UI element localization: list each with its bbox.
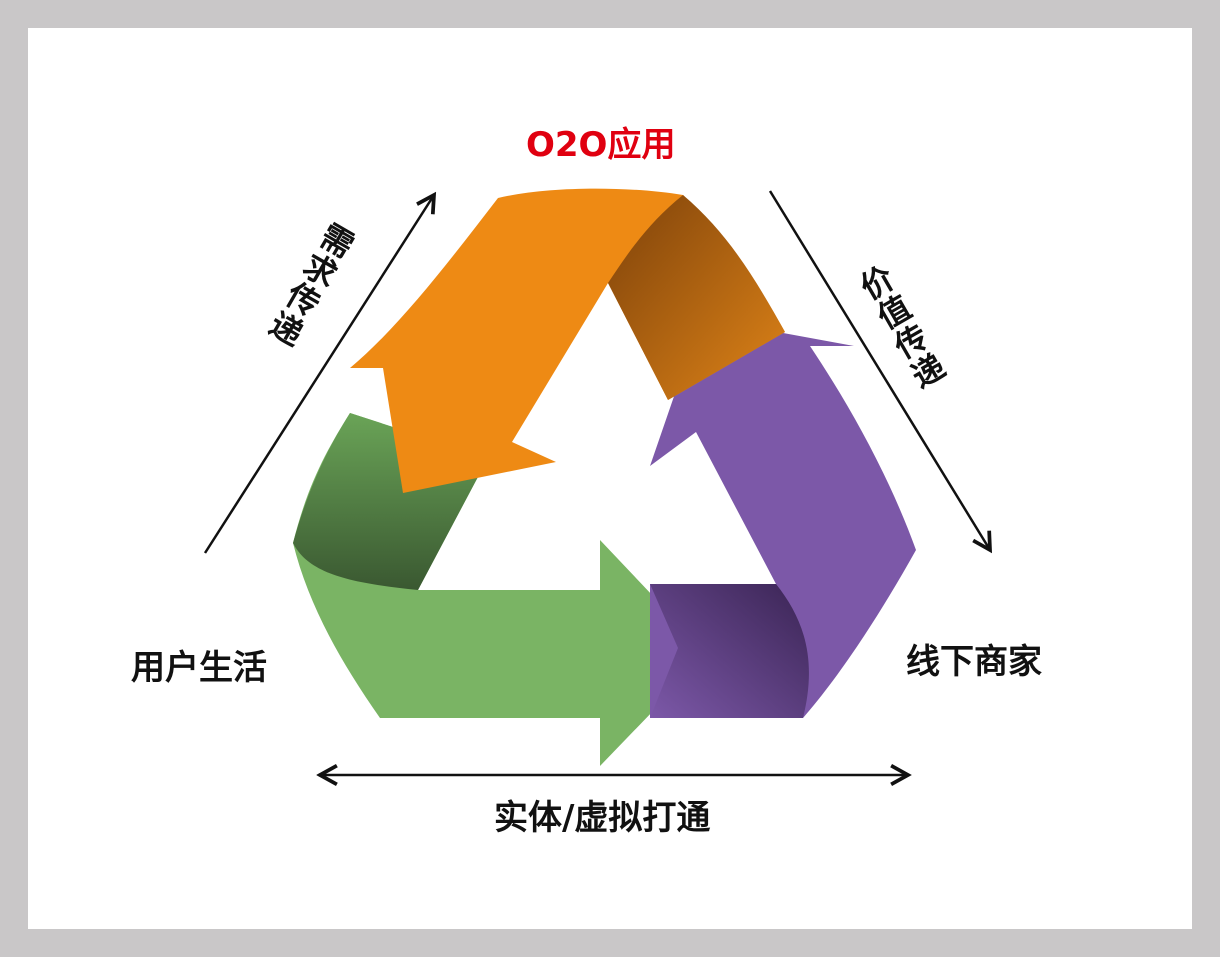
recycle-cycle-diagram — [203, 188, 1192, 929]
slide: O2O应用 用户生活 线下商家 实体/虚拟打通 需求传递 价值传递 — [28, 28, 1192, 929]
orange-arrow-fold — [608, 195, 785, 400]
diagram-title: O2O应用 — [526, 125, 676, 165]
node-label-left: 用户生活 — [131, 648, 267, 688]
purple-arrow-fold — [650, 584, 809, 718]
edge-label-bottom: 实体/虚拟打通 — [494, 798, 711, 838]
left-side-arrow — [203, 195, 434, 554]
right-side-arrow — [768, 190, 990, 550]
node-label-right: 线下商家 — [906, 642, 1042, 682]
